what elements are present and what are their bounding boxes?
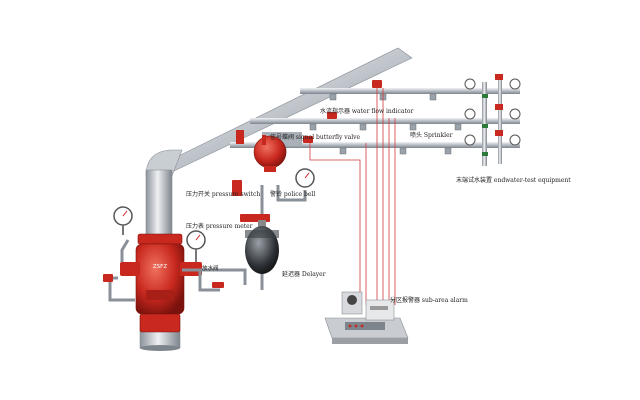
- pressure-gauge-icon: [113, 206, 133, 235]
- label-delayer: 延迟器 Delayer: [282, 270, 326, 278]
- label-sprinkler: 喷头 Sprinkler: [410, 131, 453, 139]
- label-police-bell: 警铃 police bell: [270, 190, 315, 198]
- main-riser-pipe: [139, 47, 413, 351]
- delayer-tank-icon: [245, 220, 279, 274]
- label-signal-butterfly-valve: 信号蝶阀 signal butterfly valve: [270, 133, 361, 141]
- signal-butterfly-valve: [236, 130, 302, 172]
- diagram-labels: 水流指示器 water flow indicator 信号蝶阀 signal b…: [186, 107, 571, 304]
- pressure-gauge-icon: [186, 230, 206, 262]
- valve-mark: ZSFZ: [153, 264, 167, 270]
- label-endwater-test: 末端试水装置 endwater-test equipment: [456, 176, 571, 184]
- alarm-panel-icon: [324, 291, 409, 344]
- signal-wires: [309, 88, 396, 305]
- label-sub-area-alarm: 分区报警器 sub-area alarm: [390, 296, 468, 304]
- endwater-test-equipment: [464, 74, 521, 156]
- label-drain-valve: 放水阀: [202, 264, 219, 272]
- label-pressure-switch: 压力开关 pressure switch: [186, 190, 260, 198]
- alarm-check-valve: ZSFZ: [120, 233, 202, 333]
- water-flow-indicators: [303, 80, 382, 143]
- label-pressure-meter: 压力表 pressure meter: [186, 222, 253, 230]
- trim-piping: [108, 185, 307, 302]
- label-water-flow-indicator: 水流指示器 water flow indicator: [320, 107, 414, 115]
- pressure-gauge-icon: [295, 168, 315, 188]
